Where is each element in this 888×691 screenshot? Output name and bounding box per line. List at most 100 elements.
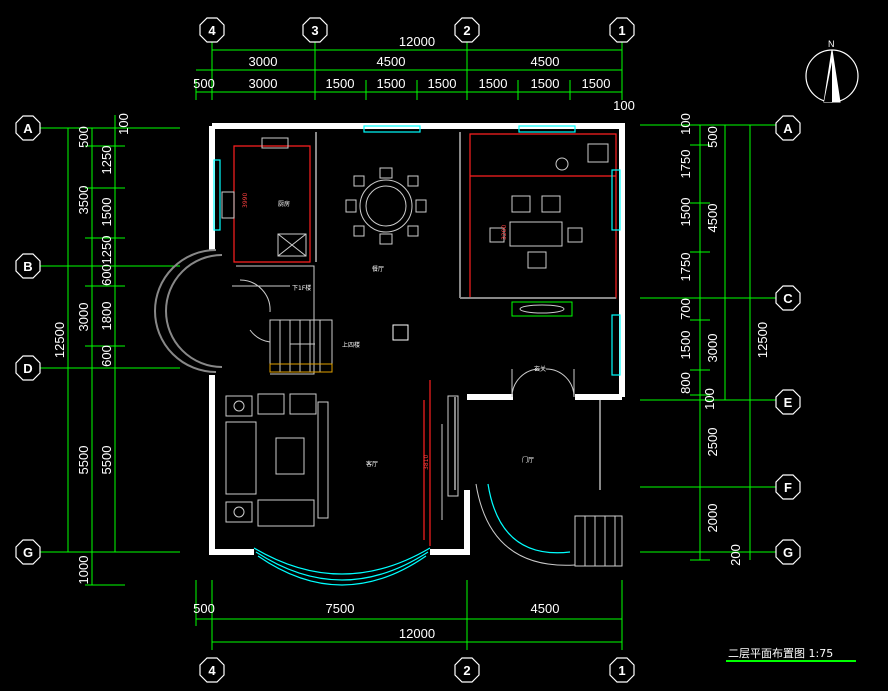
label-living: 客厅 <box>366 460 378 468</box>
dim-left-overall: 12500 <box>52 322 67 358</box>
axis-bubble-right-3 <box>775 474 801 500</box>
dim-left-row3-7: 600 <box>99 345 114 367</box>
interior-partitions <box>213 125 621 546</box>
dim-left-row3-4: 1250 <box>99 236 114 265</box>
building-walls <box>154 123 625 586</box>
dim-top-row2-1: 3000 <box>249 54 278 69</box>
label-kitchen: 厨房 <box>278 200 290 208</box>
dim-top-overall: 12000 <box>399 34 435 49</box>
label-dim-small-c: 3810 <box>423 455 430 470</box>
axis-label-right-4: G <box>783 545 793 560</box>
label-dining: 餐厅 <box>372 265 384 273</box>
axis-label-left-1: B <box>23 259 32 274</box>
axis-bubble-bottom-2 <box>609 657 635 683</box>
axis-bubble-left-2 <box>15 355 41 381</box>
dim-top-row3-4: 1500 <box>377 76 406 91</box>
dim-top-right-offset: 100 <box>613 98 635 113</box>
dim-right-8: 800 <box>678 372 693 394</box>
axis-label-top-3: 1 <box>618 23 625 38</box>
dim-top-row2-2: 4500 <box>377 54 406 69</box>
dim-top-row2-3: 4500 <box>531 54 560 69</box>
dim-left-row3-3: 1500 <box>99 198 114 227</box>
axis-label-bottom-0: 4 <box>208 663 216 678</box>
axis-label-top-1: 3 <box>311 23 318 38</box>
label-dim-small-b: 3200 <box>501 225 508 240</box>
dim-right-4: 1500 <box>678 198 693 227</box>
label-stair-down: 下1F楼 <box>292 284 311 292</box>
dim-bottom-1: 500 <box>193 601 215 616</box>
axis-bubble-left-0 <box>15 115 41 141</box>
dim-right-mid-1: 4500 <box>705 204 720 233</box>
axis-label-right-2: E <box>784 395 793 410</box>
dim-left-row2-2: 3000 <box>76 303 91 332</box>
dim-top-row3-3: 1500 <box>326 76 355 91</box>
dim-right-10: 2500 <box>705 428 720 457</box>
label-stair-up: 上四楼 <box>342 341 360 349</box>
axis-label-right-3: F <box>784 480 792 495</box>
axis-bubble-top-3 <box>609 17 635 43</box>
axis-bubble-right-2 <box>775 389 801 415</box>
dimension-lines <box>40 40 780 650</box>
north-arrow: N <box>805 39 859 103</box>
dim-left-row2-4: 1000 <box>76 556 91 585</box>
axis-label-right-1: C <box>783 291 793 306</box>
axis-bubble-bottom-0 <box>199 657 225 683</box>
dim-bottom-2: 7500 <box>326 601 355 616</box>
label-hall: 门厅 <box>522 456 534 464</box>
dim-bottom-overall: 12000 <box>399 626 435 641</box>
dim-top-row3-6: 1500 <box>479 76 508 91</box>
dim-right-3: 1750 <box>678 150 693 179</box>
dim-bottom-3: 4500 <box>531 601 560 616</box>
dim-right-9: 100 <box>702 388 717 410</box>
dim-left-row3-5: 600 <box>99 264 114 286</box>
axis-bubble-bottom-1 <box>454 657 480 683</box>
axis-label-bottom-2: 1 <box>618 663 625 678</box>
dim-left-top-offset: 100 <box>116 113 131 135</box>
room-labels: 厨房 餐厅 客厅 门厅 玄关 下1F楼 上四楼 3990 3200 3810 <box>242 193 546 470</box>
axis-label-right-0: A <box>783 121 793 136</box>
dim-top-row3-2: 3000 <box>249 76 278 91</box>
dim-left-row2-3: 5500 <box>76 446 91 475</box>
dim-top-row3-5: 1500 <box>428 76 457 91</box>
dim-left-row3-6: 1800 <box>99 302 114 331</box>
stairs-main <box>232 265 623 567</box>
axis-label-left-3: G <box>23 545 33 560</box>
dim-right-overall: 12500 <box>755 322 770 358</box>
axis-bubble-left-1 <box>15 253 41 279</box>
dim-right-12: 200 <box>728 544 743 566</box>
axis-label-left-0: A <box>23 121 33 136</box>
dim-top-row3-8: 1500 <box>582 76 611 91</box>
label-dim-small-a: 3990 <box>242 193 249 208</box>
dim-top-row3-7: 1500 <box>531 76 560 91</box>
label-entrance: 玄关 <box>534 365 546 373</box>
dimension-text: 12000 3000 4500 4500 500 3000 1500 1500 … <box>52 34 770 641</box>
axis-bubble-top-1 <box>302 17 328 43</box>
dim-right-mid-2: 3000 <box>705 334 720 363</box>
axis-label-bottom-1: 2 <box>463 663 470 678</box>
axis-bubble-left-3 <box>15 539 41 565</box>
dim-left-row2-1: 3500 <box>76 186 91 215</box>
dim-right-5: 1750 <box>678 253 693 282</box>
axis-label-left-2: D <box>23 361 32 376</box>
dim-right-1: 100 <box>678 113 693 135</box>
dim-right-2: 500 <box>705 126 720 148</box>
axis-label-top-2: 2 <box>463 23 470 38</box>
axis-label-top-0: 4 <box>208 23 216 38</box>
furniture <box>221 137 609 527</box>
axis-bubble-right-4 <box>775 539 801 565</box>
dim-left-row3-2: 1250 <box>99 146 114 175</box>
dim-right-11: 2000 <box>705 504 720 533</box>
dim-top-row3-1: 500 <box>193 76 215 91</box>
dim-left-row3-1: 500 <box>76 126 91 148</box>
axis-bubble-right-0 <box>775 115 801 141</box>
dim-right-7: 1500 <box>678 331 693 360</box>
dim-left-row3-8: 5500 <box>99 446 114 475</box>
dim-right-6: 700 <box>678 298 693 320</box>
axis-bubble-right-1 <box>775 285 801 311</box>
north-label: N <box>828 39 835 49</box>
drawing-title-block: 二层平面布置图 1:75 <box>726 647 856 662</box>
axis-bubble-top-2 <box>454 17 480 43</box>
drawing-title: 二层平面布置图 1:75 <box>728 647 833 660</box>
